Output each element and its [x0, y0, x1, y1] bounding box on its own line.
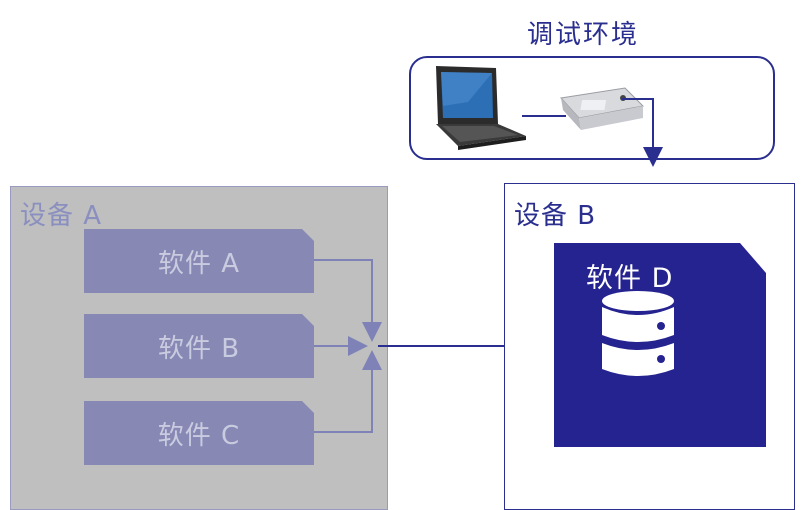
software-a-line: [314, 259, 382, 342]
device-a-label: 设备 A: [20, 201, 103, 231]
software-d-block: [554, 243, 766, 447]
software-d-label: 软件 D: [586, 263, 674, 294]
software-c-label: 软件 C: [157, 420, 241, 451]
software-c-line: [314, 350, 382, 433]
debug-environment-title: 调试环境: [527, 20, 640, 50]
device-b-label: 设备 B: [514, 201, 597, 231]
software-c-block: 软件 C: [84, 401, 314, 465]
software-a-block: 软件 A: [84, 229, 314, 293]
database-icon: [602, 291, 674, 376]
debugger-device-icon: [560, 87, 645, 130]
software-b-label: 软件 B: [157, 333, 241, 364]
software-a-shape: [84, 229, 314, 293]
software-a-label: 软件 A: [157, 248, 241, 279]
software-c-shape: [84, 401, 314, 465]
laptop-icon: [436, 66, 526, 150]
software-b-block: 软件 B: [84, 314, 314, 378]
software-b-shape: [84, 314, 314, 378]
